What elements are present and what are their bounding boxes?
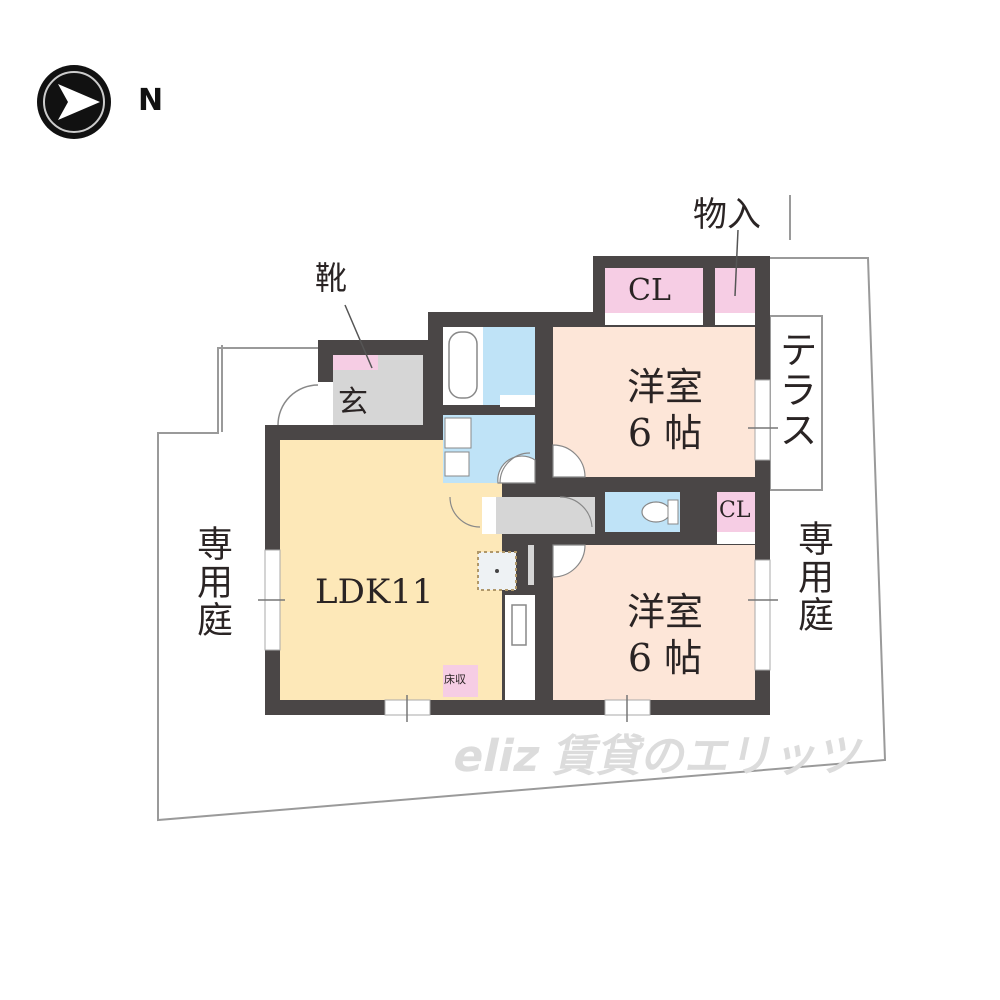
floor-storage-label: 床収 [444,673,466,686]
ldk-floor [280,440,502,700]
compass: N [28,62,178,142]
entrance-label: 玄 [338,385,368,420]
bedroom-1-size: 6 帖 [627,410,703,455]
storage-label: 物入 [693,195,761,235]
watermark: eliz 賃貸のエリッツ [448,731,869,782]
north-arrow-icon [37,65,111,139]
bedroom-2-size: 6 帖 [627,635,703,680]
north-label: N [138,83,164,118]
bedroom-2-type: 洋室 [626,590,703,634]
bedroom-2-label: 洋室 6 帖 [610,590,720,681]
ldk-label: LDK11 [315,572,434,612]
shoe-closet-label: 靴 [315,259,348,297]
private-garden-left-label: 専用庭 [191,525,232,639]
bedroom-1-label: 洋室 6 帖 [610,365,720,456]
bedroom-1-type: 洋室 [626,365,703,409]
private-garden-right-label: 専用庭 [792,520,833,634]
closet-1-label: CL [628,273,671,308]
terrace-label: テラス [773,330,817,450]
closet-2-label: CL [719,498,751,523]
